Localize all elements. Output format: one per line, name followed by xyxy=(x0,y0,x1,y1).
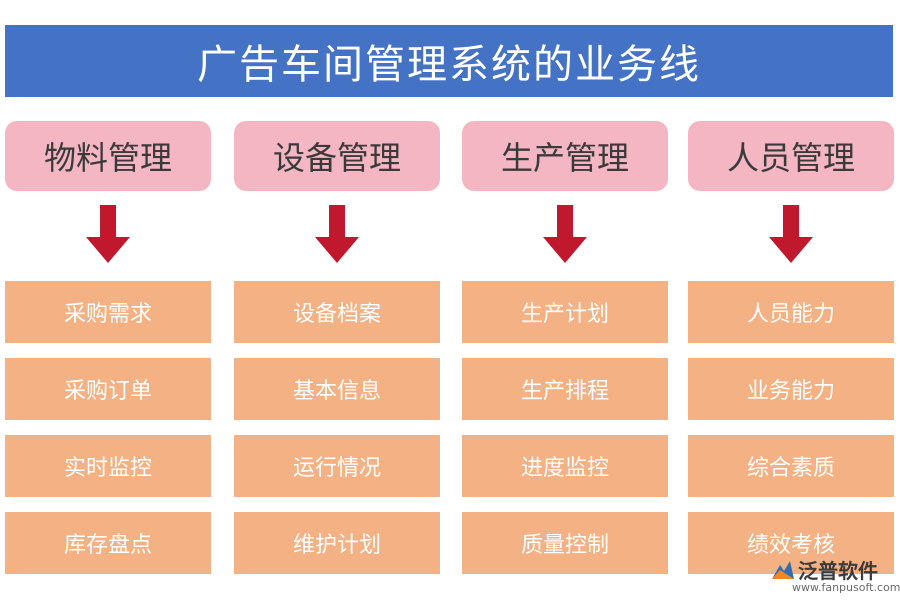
category-box: 生产管理 xyxy=(462,121,668,191)
category-label: 生产管理 xyxy=(500,139,629,177)
list-item: 业务能力 xyxy=(688,358,894,420)
item-label: 基本信息 xyxy=(292,379,381,404)
category-box: 人员管理 xyxy=(688,121,894,191)
list-item: 综合素质 xyxy=(688,435,894,497)
item-label: 综合素质 xyxy=(746,456,835,481)
list-item: 生产排程 xyxy=(462,358,668,420)
list-item: 设备档案 xyxy=(234,281,440,343)
list-item: 运行情况 xyxy=(234,435,440,497)
arrow-down-icon xyxy=(769,205,813,263)
item-label: 设备档案 xyxy=(292,302,381,327)
item-label: 业务能力 xyxy=(746,379,835,404)
fanpu-logo-icon xyxy=(772,561,794,579)
brand-name: 泛普软件 xyxy=(798,559,878,583)
item-label: 实时监控 xyxy=(63,456,152,481)
list-item: 维护计划 xyxy=(234,512,440,574)
column-equipment: 设备管理 设备档案 基本信息 运行情况 维护计划 xyxy=(234,0,440,600)
brand-logo: 泛普软件 www.fanpusoft.com xyxy=(768,555,900,597)
item-label: 库存盘点 xyxy=(63,533,152,558)
list-item: 库存盘点 xyxy=(5,512,211,574)
item-label: 生产排程 xyxy=(520,379,609,404)
arrow-down-icon xyxy=(315,205,359,263)
brand-url: www.fanpusoft.com xyxy=(792,581,900,594)
list-item: 实时监控 xyxy=(5,435,211,497)
column-personnel: 人员管理 人员能力 业务能力 综合素质 绩效考核 xyxy=(688,0,894,600)
column-material: 物料管理 采购需求 采购订单 实时监控 库存盘点 xyxy=(5,0,211,600)
arrow-down-icon xyxy=(86,205,130,263)
item-label: 绩效考核 xyxy=(746,533,835,558)
list-item: 绩效考核 xyxy=(688,512,894,574)
list-item: 采购需求 xyxy=(5,281,211,343)
list-item: 生产计划 xyxy=(462,281,668,343)
list-item: 基本信息 xyxy=(234,358,440,420)
item-label: 采购订单 xyxy=(63,379,152,404)
list-item: 进度监控 xyxy=(462,435,668,497)
item-label: 进度监控 xyxy=(520,456,609,481)
item-label: 采购需求 xyxy=(63,302,152,327)
category-label: 人员管理 xyxy=(726,139,855,177)
item-label: 生产计划 xyxy=(520,302,609,327)
category-box: 物料管理 xyxy=(5,121,211,191)
item-label: 质量控制 xyxy=(520,533,609,558)
category-label: 物料管理 xyxy=(43,139,172,177)
item-label: 人员能力 xyxy=(746,302,835,327)
list-item: 人员能力 xyxy=(688,281,894,343)
item-label: 维护计划 xyxy=(292,533,381,558)
column-production: 生产管理 生产计划 生产排程 进度监控 质量控制 xyxy=(462,0,668,600)
item-label: 运行情况 xyxy=(292,456,381,481)
arrow-down-icon xyxy=(543,205,587,263)
category-box: 设备管理 xyxy=(234,121,440,191)
page-title: 广告车间管理系统的业务线 xyxy=(197,42,701,88)
title-banner: 广告车间管理系统的业务线 xyxy=(5,25,893,97)
list-item: 质量控制 xyxy=(462,512,668,574)
category-label: 设备管理 xyxy=(272,139,401,177)
list-item: 采购订单 xyxy=(5,358,211,420)
